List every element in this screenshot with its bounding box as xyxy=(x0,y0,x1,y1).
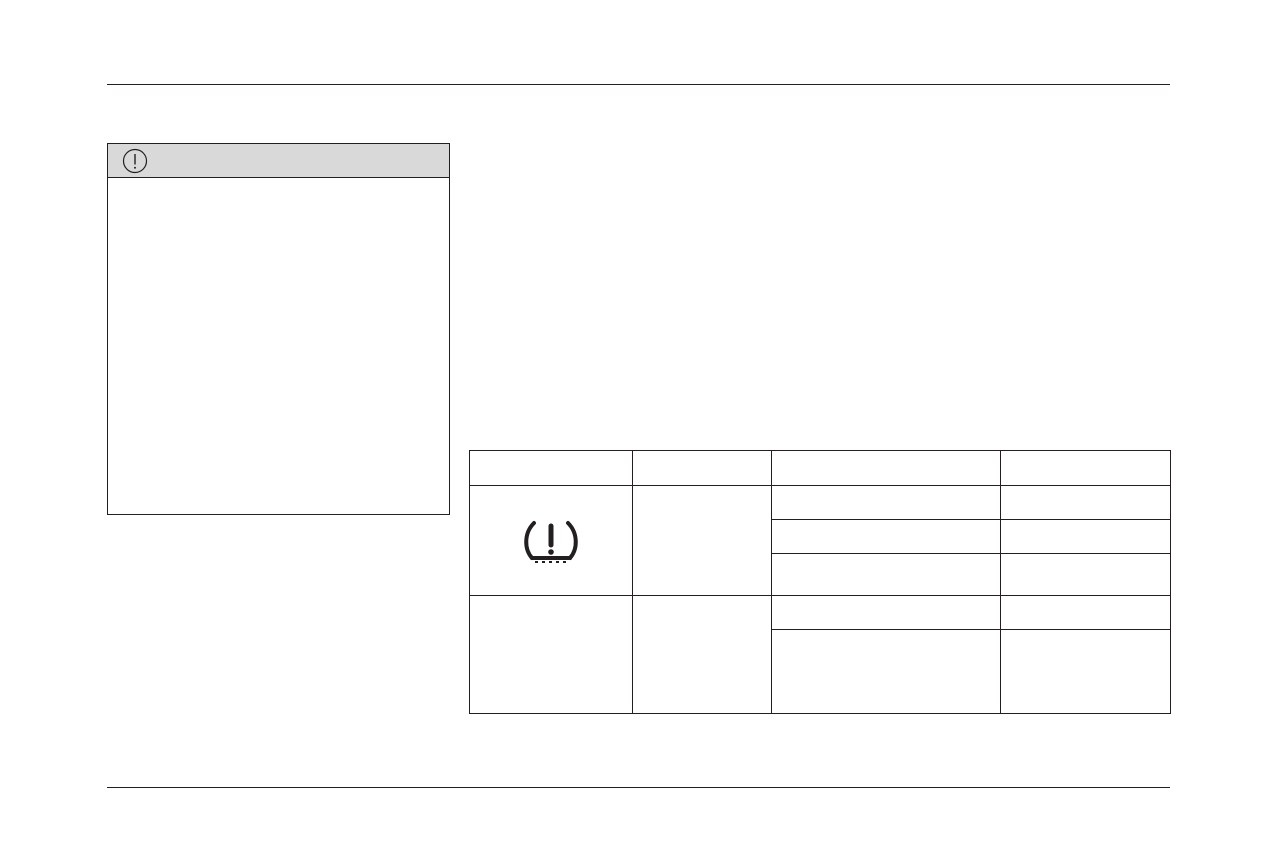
condition-cell xyxy=(771,519,1001,554)
tire-pressure-warning-icon xyxy=(524,520,578,563)
action-cell xyxy=(1000,519,1171,554)
caution-box xyxy=(107,143,450,515)
table-header-cell xyxy=(632,450,772,486)
top-rule xyxy=(107,84,1170,85)
status-table xyxy=(469,450,1171,714)
condition-cell xyxy=(771,485,1001,520)
caution-header xyxy=(108,144,449,178)
condition-cell xyxy=(771,629,1001,714)
table-header-cell xyxy=(771,450,1001,486)
action-cell xyxy=(1000,485,1171,520)
action-cell xyxy=(1000,629,1171,714)
table-row xyxy=(469,485,1171,596)
table-row xyxy=(469,595,1171,714)
table-header-cell xyxy=(1000,450,1171,486)
table-row xyxy=(470,553,1171,596)
exclamation-circle-icon xyxy=(122,148,148,174)
table-row xyxy=(470,629,1171,714)
status-cell xyxy=(632,485,772,596)
status-cell xyxy=(632,595,772,714)
table-header-cell xyxy=(469,450,633,486)
condition-cell xyxy=(771,553,1001,596)
caution-body xyxy=(108,178,449,202)
warning-icon-cell xyxy=(469,485,633,596)
table-header-row xyxy=(469,450,1171,486)
bottom-rule xyxy=(107,787,1170,788)
action-cell xyxy=(1000,553,1171,596)
indicator-cell xyxy=(469,595,633,714)
condition-cell xyxy=(771,595,1001,630)
action-cell xyxy=(1000,595,1171,630)
